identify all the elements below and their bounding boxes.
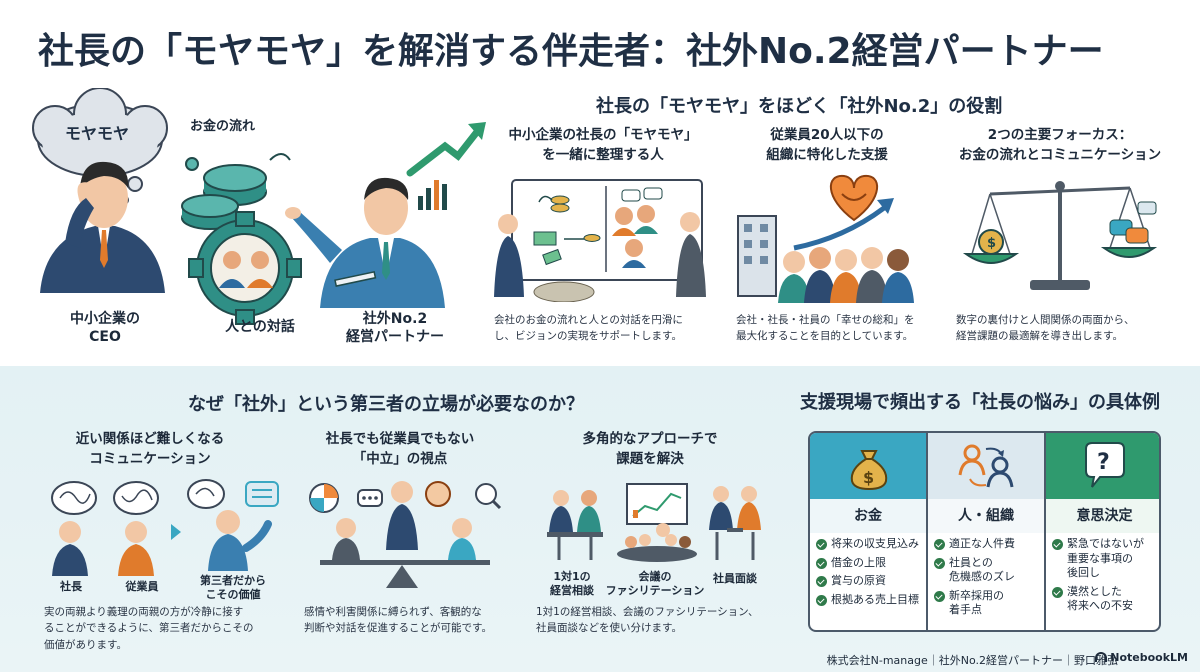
list-item: 借金の上限 (816, 556, 922, 571)
money-flow-label: お金の流れ (190, 119, 256, 134)
ceo-short-label: 社長 (60, 580, 82, 593)
why-3-title: 多角的なアプローチで 課題を解決 (582, 431, 718, 467)
multi-approach-icon (547, 483, 761, 562)
svg-text:$: $ (863, 468, 874, 487)
close-relationship-icon (51, 479, 279, 576)
neutral-seesaw-icon (309, 481, 502, 588)
heart-icon (829, 174, 879, 222)
list-item: 漠然とした 将来への不安 (1052, 585, 1159, 614)
growth-arrow-icon (406, 124, 484, 177)
role-1-title: 中小企業の社長の「モヤモヤ」 を一緒に整理する人 (508, 127, 698, 163)
thought-cloud-icon (32, 88, 168, 205)
partner-label: 社外No.2 経営パートナー (346, 311, 444, 346)
notebooklm-logo-icon (1095, 652, 1108, 662)
role-2-desc: 会社・社長・社員の「幸せの総和」を 最大化することを目的としています。 (736, 314, 915, 343)
third-party-label: 第三者だから こその価値 (200, 574, 266, 602)
why-2-desc: 感情や利害関係に縛られず、客観的な 判断や対話を促進することが可能です。 (304, 606, 492, 635)
why-heading: なぜ「社外」という第三者の立場が必要なのか？ (188, 394, 584, 415)
people-title: 人・組織 (928, 499, 1044, 533)
why-3-desc: 1対1の経営相談、会議のファシリテーション、 社員面談などを使い分けます。 (536, 606, 759, 635)
list-item: 根拠ある売上目標 (816, 593, 922, 608)
worry-column-decision: ? 意思決定 緊急ではないが 重要な事項の 後回し 漠然とした 将来への不安 (1046, 433, 1159, 630)
money-title: お金 (810, 499, 926, 533)
money-bag-cell: $ (810, 433, 926, 499)
decision-list: 緊急ではないが 重要な事項の 後回し 漠然とした 将来への不安 (1052, 537, 1159, 618)
bar-chart-icon (418, 180, 447, 210)
list-item: 新卒採用の 着手点 (934, 589, 1040, 618)
list-item: 適正な人件費 (934, 537, 1040, 552)
role-1-desc: 会社のお金の流れと人との対話を円滑に し、ビジョンの実現をサポートします。 (494, 314, 683, 343)
worries-heading: 支援現場で頻出する「社長の悩み」の具体例 (800, 392, 1160, 413)
money-list: 将来の収支見込み 借金の上限 賞与の原資 根拠ある売上目標 (816, 537, 922, 611)
why-2-title: 社長でも従業員でもない 「中立」の視点 (325, 431, 475, 467)
question-bubble-icon: ? (1085, 442, 1125, 488)
why-1-desc: 実の両親より義理の両親の方が冷静に接す ることができるように、第三者だからこその… (44, 606, 254, 651)
whiteboard-meeting-icon (494, 179, 706, 302)
page-title: 社長の「モヤモヤ」を解消する伴走者：社外No.2経営パートナー (38, 31, 1104, 72)
dialogue-label: 人との対話 (225, 319, 295, 335)
balance-scale-icon: $ (962, 181, 1158, 290)
worry-column-money: $ お金 将来の収支見込み 借金の上限 賞与の原資 根拠ある売上目標 (810, 433, 928, 630)
list-item: 社員との 危機感のズレ (934, 556, 1040, 585)
coins-icon (181, 153, 291, 230)
hero-illustration (32, 88, 486, 325)
team-support-icon (737, 174, 914, 303)
svg-text:$: $ (987, 236, 996, 251)
people-exchange-icon (958, 444, 1014, 488)
facilitation-label: 会議の ファシリテーション (605, 570, 705, 598)
role-3-desc: 数字の裏付けと人間関係の両面から、 経営課題の最適解を導き出します。 (956, 314, 1135, 343)
worries-table: $ お金 将来の収支見込み 借金の上限 賞与の原資 根拠ある売上目標 人・組織 … (808, 431, 1161, 632)
worry-column-people: 人・組織 適正な人件費 社員との 危機感のズレ 新卒採用の 着手点 (928, 433, 1046, 630)
decision-title: 意思決定 (1046, 499, 1159, 533)
money-bag-icon: $ (850, 450, 888, 491)
people-icon-cell (928, 433, 1044, 499)
ceo-figure-icon (40, 161, 165, 293)
why-1-title: 近い関係ほど難しくなる コミュニケーション (75, 431, 225, 467)
employee-interview-label: 社員面談 (713, 572, 757, 585)
people-list: 適正な人件費 社員との 危機感のズレ 新卒採用の 着手点 (934, 537, 1040, 622)
roles-heading: 社長の「モヤモヤ」をほどく「社外No.2」の役割 (596, 96, 1003, 117)
svg-text:?: ? (1097, 450, 1110, 475)
decision-icon-cell: ? (1046, 433, 1159, 499)
notebooklm-brand: NotebookLM (1095, 651, 1188, 664)
role-3-title: 2つの主要フォーカス： お金の流れとコミュニケーション (958, 127, 1162, 163)
list-item: 将来の収支見込み (816, 537, 922, 552)
partner-figure-icon (285, 177, 445, 308)
employee-label: 従業員 (125, 580, 159, 593)
gear-people-icon (188, 211, 302, 325)
footer-credit: 株式会社N-manage｜社外No.2経営パートナー｜野口雅弘 (826, 654, 1118, 667)
one-on-one-label: 1対1の 経営相談 (550, 570, 594, 598)
ceo-label: 中小企業の CEO (70, 311, 140, 346)
list-item: 緊急ではないが 重要な事項の 後回し (1052, 537, 1159, 581)
moyamoya-bubble-text: モヤモヤ (65, 124, 130, 143)
list-item: 賞与の原資 (816, 574, 922, 589)
role-2-title: 従業員20人以下の 組織に特化した支援 (766, 127, 888, 163)
